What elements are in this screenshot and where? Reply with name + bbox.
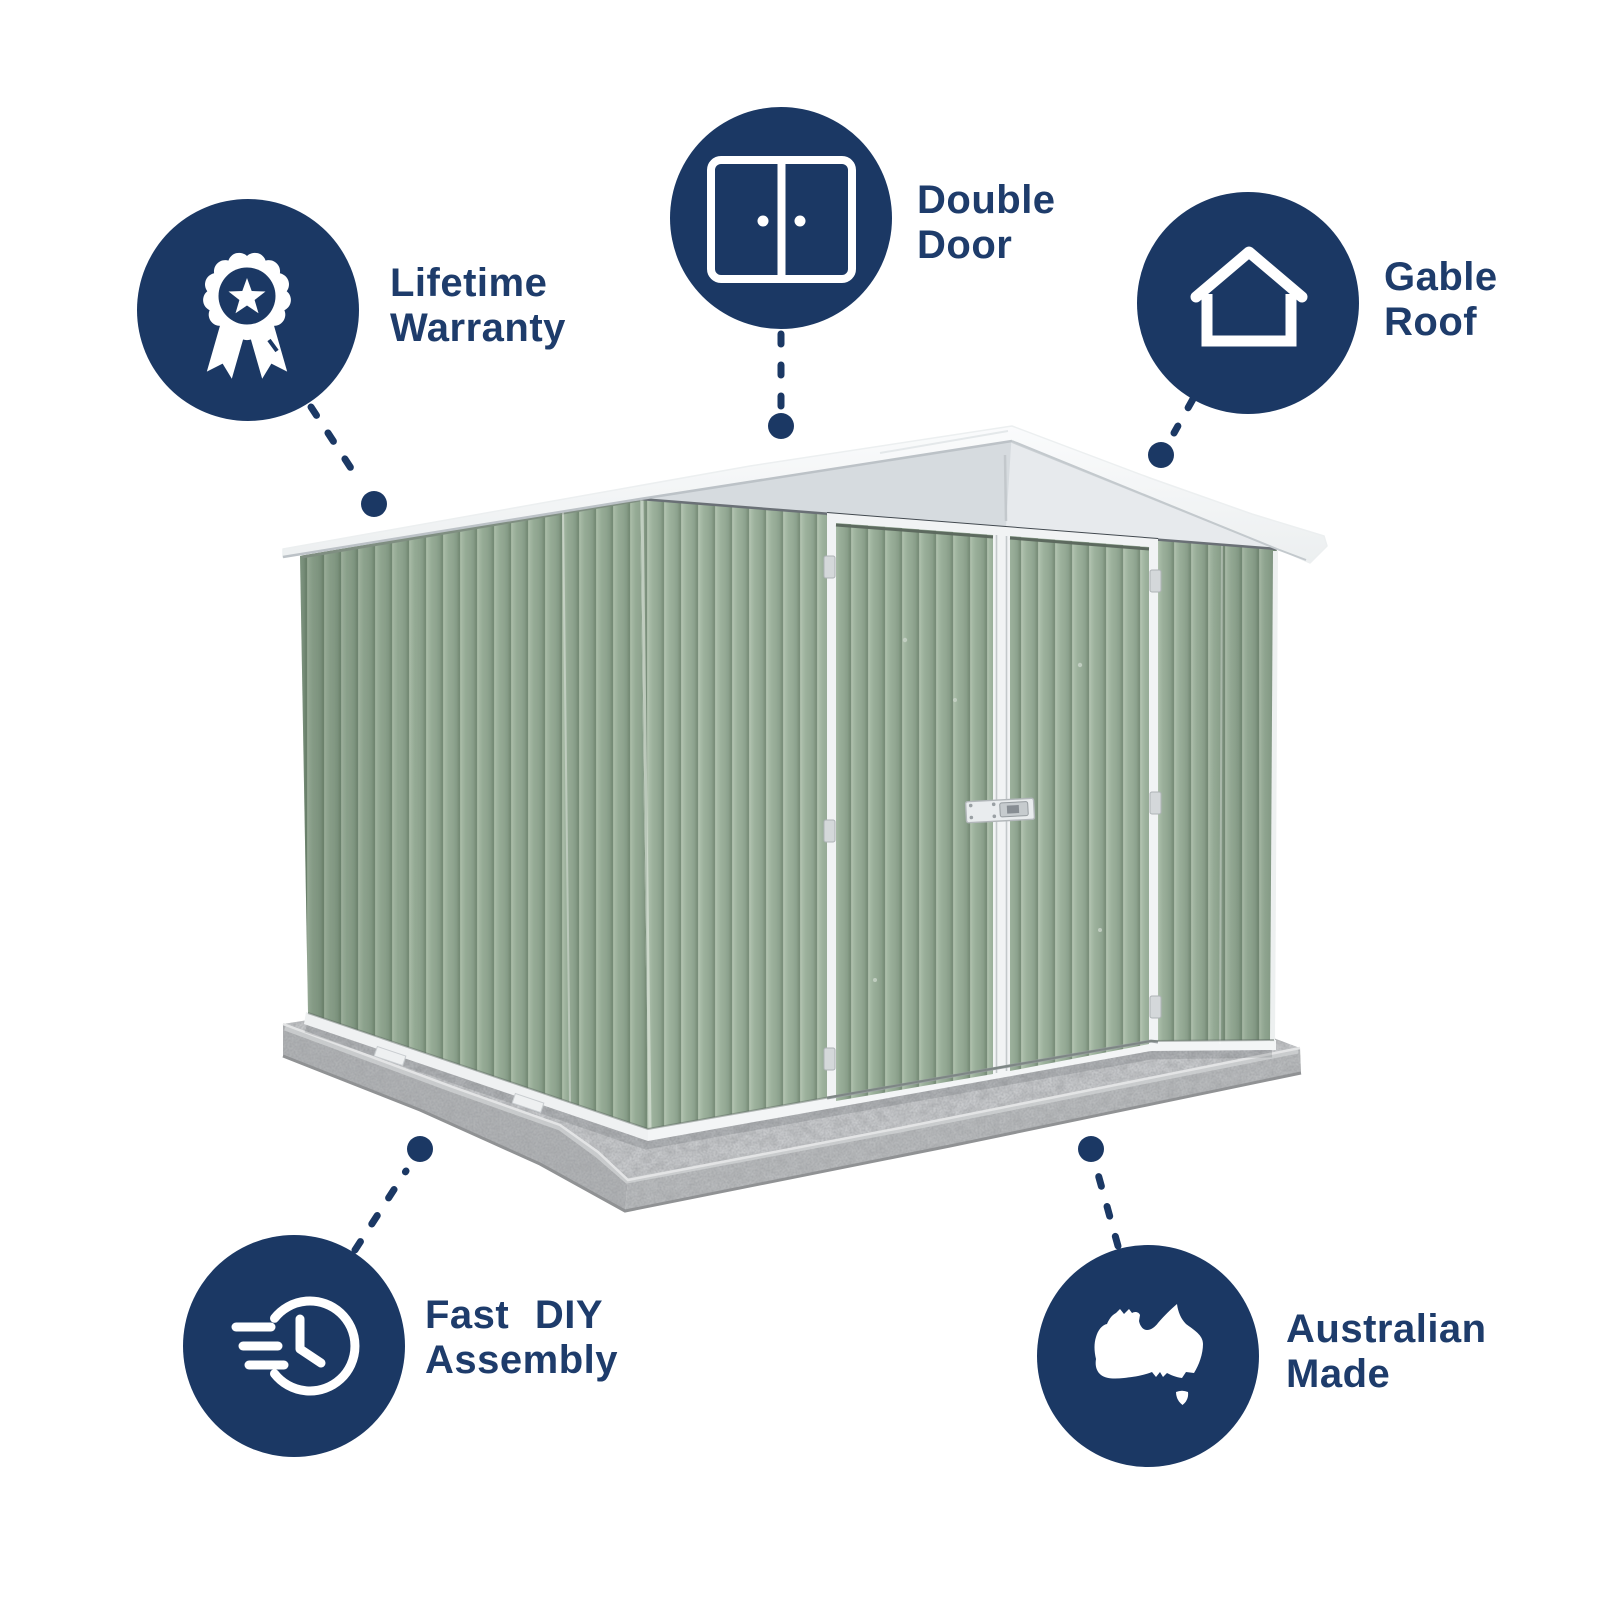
channel-tab xyxy=(373,1045,407,1067)
lifetime-warranty-bubble xyxy=(137,199,359,421)
connector-dot-fast-diy xyxy=(407,1136,433,1162)
feature-label-line2: Made xyxy=(1286,1352,1391,1396)
connector-dot-gable-roof xyxy=(1148,442,1174,468)
australia-map-icon xyxy=(1094,1304,1203,1405)
connector-gable-roof xyxy=(1170,395,1197,437)
floor-channel-left xyxy=(304,1012,648,1141)
feature-label-line2: Warranty xyxy=(390,306,566,350)
double-doors xyxy=(823,513,1162,1101)
australian-made-bubble xyxy=(1037,1245,1259,1467)
double-door-bubble xyxy=(670,107,892,329)
fast-assembly-clock-icon xyxy=(231,1296,360,1396)
feature-label: Double Door xyxy=(917,178,1056,268)
feature-label-line1: Gable xyxy=(1384,255,1498,299)
channel-tab xyxy=(511,1092,545,1114)
feature-label: Australian Made xyxy=(1286,1307,1487,1397)
double-door-icon xyxy=(707,156,856,283)
connectors xyxy=(307,330,1197,1254)
door-left-panel xyxy=(836,523,993,1101)
connector-australian-made xyxy=(1094,1170,1122,1250)
feature-label-line2: Roof xyxy=(1384,300,1478,344)
connector-dot-double-door xyxy=(768,413,794,439)
door-latch xyxy=(964,797,1036,824)
feature-label: Fast DIY Assembly xyxy=(425,1293,618,1383)
connector-lifetime-warranty xyxy=(307,403,364,486)
feature-label-line2: Assembly xyxy=(425,1338,618,1382)
feature-label-line1: Double xyxy=(917,178,1056,222)
feature-label: Gable Roof xyxy=(1384,255,1498,345)
feature-label-line1: Fast DIY xyxy=(425,1293,604,1337)
gable-roof-house-icon xyxy=(1190,246,1308,347)
feature-label-line1: Lifetime xyxy=(390,261,548,305)
door-hinges xyxy=(823,555,1162,1071)
connector-dot-australian-made xyxy=(1078,1136,1104,1162)
floor-channel-front xyxy=(648,1040,1276,1141)
connector-dot-lifetime-warranty xyxy=(361,491,387,517)
gable-roof-bubble xyxy=(1137,192,1359,414)
shed-body xyxy=(282,425,1328,1141)
door-right-panel xyxy=(1010,536,1149,1071)
feature-label-line1: Australian xyxy=(1286,1307,1487,1351)
feature-label: Lifetime Warranty xyxy=(390,261,566,351)
feature-label-line2: Door xyxy=(917,223,1013,267)
award-ribbon-icon xyxy=(203,252,291,379)
fast-diy-assembly-bubble xyxy=(183,1235,405,1457)
